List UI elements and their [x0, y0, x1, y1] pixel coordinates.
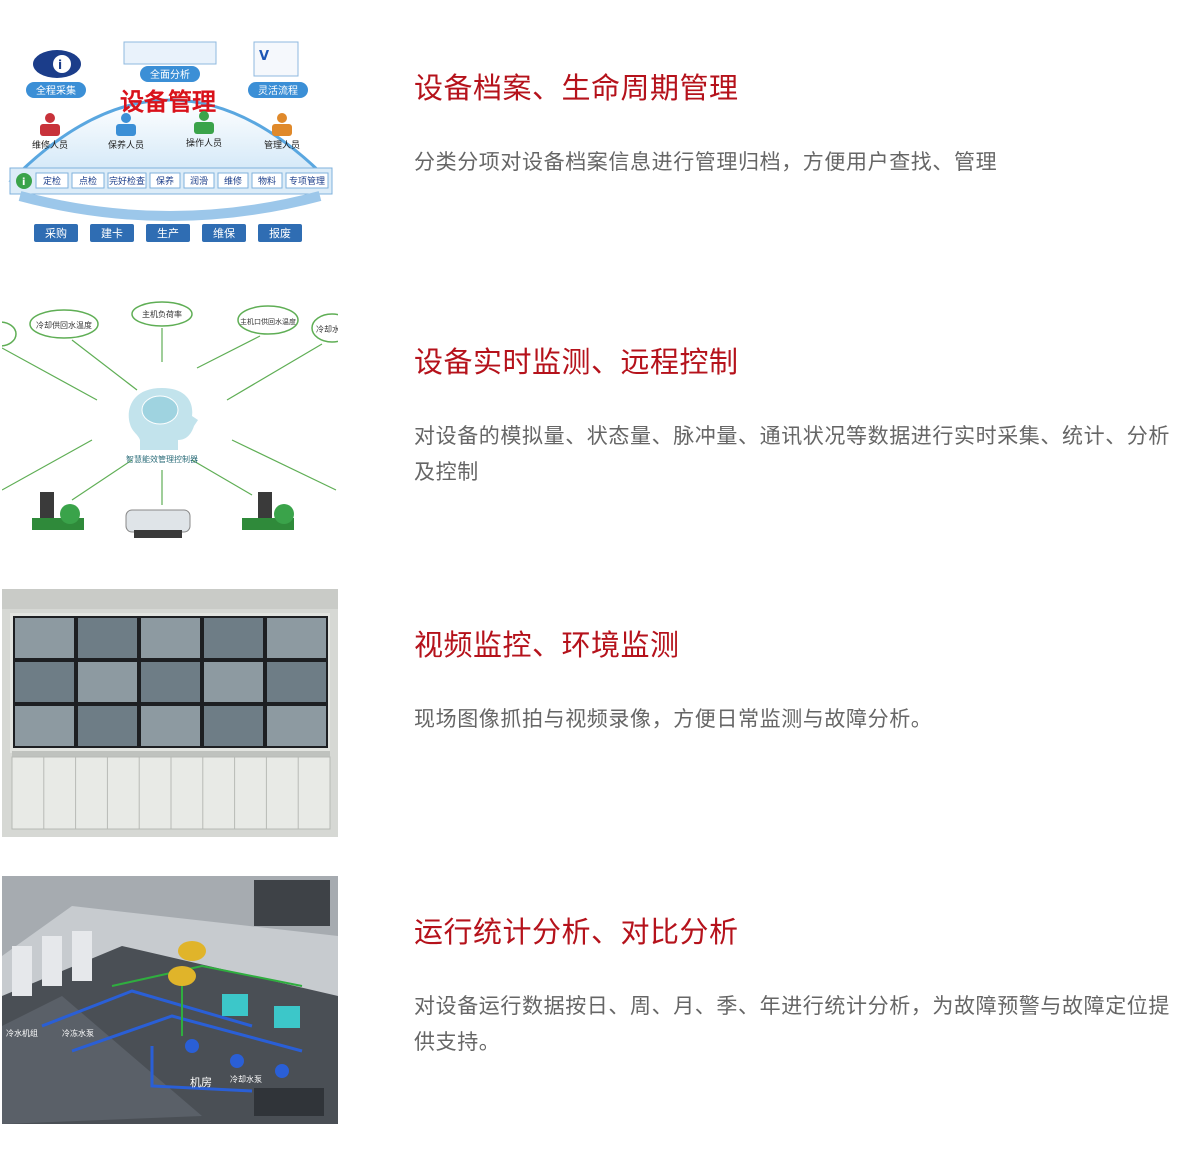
feature-row-asset-lifecycle: i V 全程采集 全面分析 灵活流程 设备管理 维修人员 保养人员 操作人员 管…: [0, 40, 1200, 260]
cloud-label: 主机负荷率: [142, 309, 182, 319]
task-label: 定检: [43, 175, 61, 187]
people-icons: [40, 111, 292, 136]
person-label: 保养人员: [108, 139, 144, 151]
person-label: 维修人员: [32, 139, 68, 151]
monitor-screen: [13, 660, 76, 704]
asset-management-diagram: i V 全程采集 全面分析 灵活流程 设备管理 维修人员 保养人员 操作人员 管…: [2, 40, 338, 250]
monitor-screens: [13, 616, 328, 748]
monitor-screen: [13, 704, 76, 748]
feature-text: 设备档案、生命周期管理 分类分项对设备档案信息进行管理归档，方便用户查找、管理: [414, 70, 1174, 180]
pump-icons: [32, 492, 294, 538]
monitor-screen: [139, 660, 202, 704]
feature-title: 设备实时监测、远程控制: [414, 345, 739, 379]
monitor-screen: [76, 660, 139, 704]
monitor-screen: [139, 704, 202, 748]
feature-text: 设备实时监测、远程控制 对设备的模拟量、状态量、脉冲量、通讯状况等数据进行实时采…: [414, 344, 1174, 490]
feature-row-realtime-monitoring: 冷却供回水温度 主机负荷率 主机口供回水温度 冷却水 智慧能效管理控制器: [0, 300, 1200, 560]
feature-title: 视频监控、环境监测: [414, 628, 680, 662]
feature-text: 运行统计分析、对比分析 对设备运行数据按日、周、月、季、年进行统计分析，为故障预…: [414, 914, 1174, 1060]
top-mid-label: 全面分析: [150, 68, 190, 81]
svg-text:i: i: [22, 177, 25, 188]
brain-controller-icon: [128, 388, 198, 450]
chiller-icons: [222, 994, 300, 1028]
monitor-screen: [13, 616, 76, 660]
task-label: 保养: [156, 175, 174, 187]
feature-title: 运行统计分析、对比分析: [414, 915, 739, 949]
realtime-monitoring-diagram: 冷却供回水温度 主机负荷率 主机口供回水温度 冷却水 智慧能效管理控制器: [2, 300, 338, 555]
machine-room-3d-diagram: 机房 冷冻水泵 冷却水泵 冷水机组: [2, 876, 338, 1124]
step-label: 报废: [269, 226, 291, 240]
feature-description: 对设备的模拟量、状态量、脉冲量、通讯状况等数据进行实时采集、统计、分析及控制: [414, 424, 1170, 484]
monitor-screen: [202, 704, 265, 748]
task-label: 点检: [79, 175, 97, 187]
person-label: 操作人员: [186, 137, 222, 149]
monitor-screen: [265, 660, 328, 704]
cloud-label: 主机口供回水温度: [240, 317, 296, 326]
monitor-screen: [76, 616, 139, 660]
feature-title: 设备档案、生命周期管理: [414, 71, 739, 105]
task-label: 润滑: [190, 175, 208, 187]
chiller-label: 冷水机组: [6, 1028, 38, 1038]
step-label: 采购: [45, 226, 67, 240]
monitor-screen: [76, 704, 139, 748]
svg-text:i: i: [58, 58, 62, 72]
top-right-label: 灵活流程: [258, 84, 298, 97]
task-label: 专项管理: [289, 175, 325, 187]
feature-description: 现场图像抓拍与视频录像，方便日常监测与故障分析。: [414, 707, 933, 731]
svg-text:V: V: [259, 49, 269, 64]
video-wall-photo: [2, 589, 338, 837]
task-label: 维修: [224, 175, 242, 187]
pump-icons: [185, 1039, 289, 1078]
pump-label: 冷却水泵: [230, 1074, 262, 1084]
monitor-screen: [202, 660, 265, 704]
step-label: 生产: [157, 226, 179, 240]
feature-description: 对设备运行数据按日、周、月、季、年进行统计分析，为故障预警与故障定位提供支持。: [414, 994, 1170, 1054]
task-label: 完好检查: [109, 175, 145, 187]
feature-row-statistics-analysis: 机房 冷冻水泵 冷却水泵 冷水机组 运行统计分析、对比分析 对设备运行数据按日、…: [0, 876, 1200, 1128]
cloud-label: 冷却水: [316, 324, 338, 334]
room-label: 机房: [190, 1075, 212, 1089]
cloud-icons: [2, 301, 338, 347]
monitor-screen: [265, 616, 328, 660]
pump-label: 冷冻水泵: [62, 1028, 94, 1038]
center-title: 设备管理: [120, 88, 216, 116]
person-label: 管理人员: [264, 139, 300, 151]
monitor-screen: [139, 616, 202, 660]
step-label: 维保: [213, 226, 235, 240]
top-left-label: 全程采集: [36, 84, 76, 97]
document-icon: [253, 41, 299, 77]
feature-description: 分类分项对设备档案信息进行管理归档，方便用户查找、管理: [414, 150, 998, 174]
step-label: 建卡: [101, 226, 123, 240]
controller-label: 智慧能效管理控制器: [126, 454, 198, 464]
feature-row-video-monitoring: 视频监控、环境监测 现场图像抓拍与视频录像，方便日常监测与故障分析。: [0, 589, 1200, 839]
monitor-screen: [202, 616, 265, 660]
monitor-screen: [265, 704, 328, 748]
feature-text: 视频监控、环境监测 现场图像抓拍与视频录像，方便日常监测与故障分析。: [414, 627, 1174, 737]
cooling-tower-icons: [168, 941, 206, 986]
cloud-label: 冷却供回水温度: [36, 320, 92, 330]
pipe-lines: [41, 989, 303, 1093]
task-label: 物料: [258, 175, 276, 187]
